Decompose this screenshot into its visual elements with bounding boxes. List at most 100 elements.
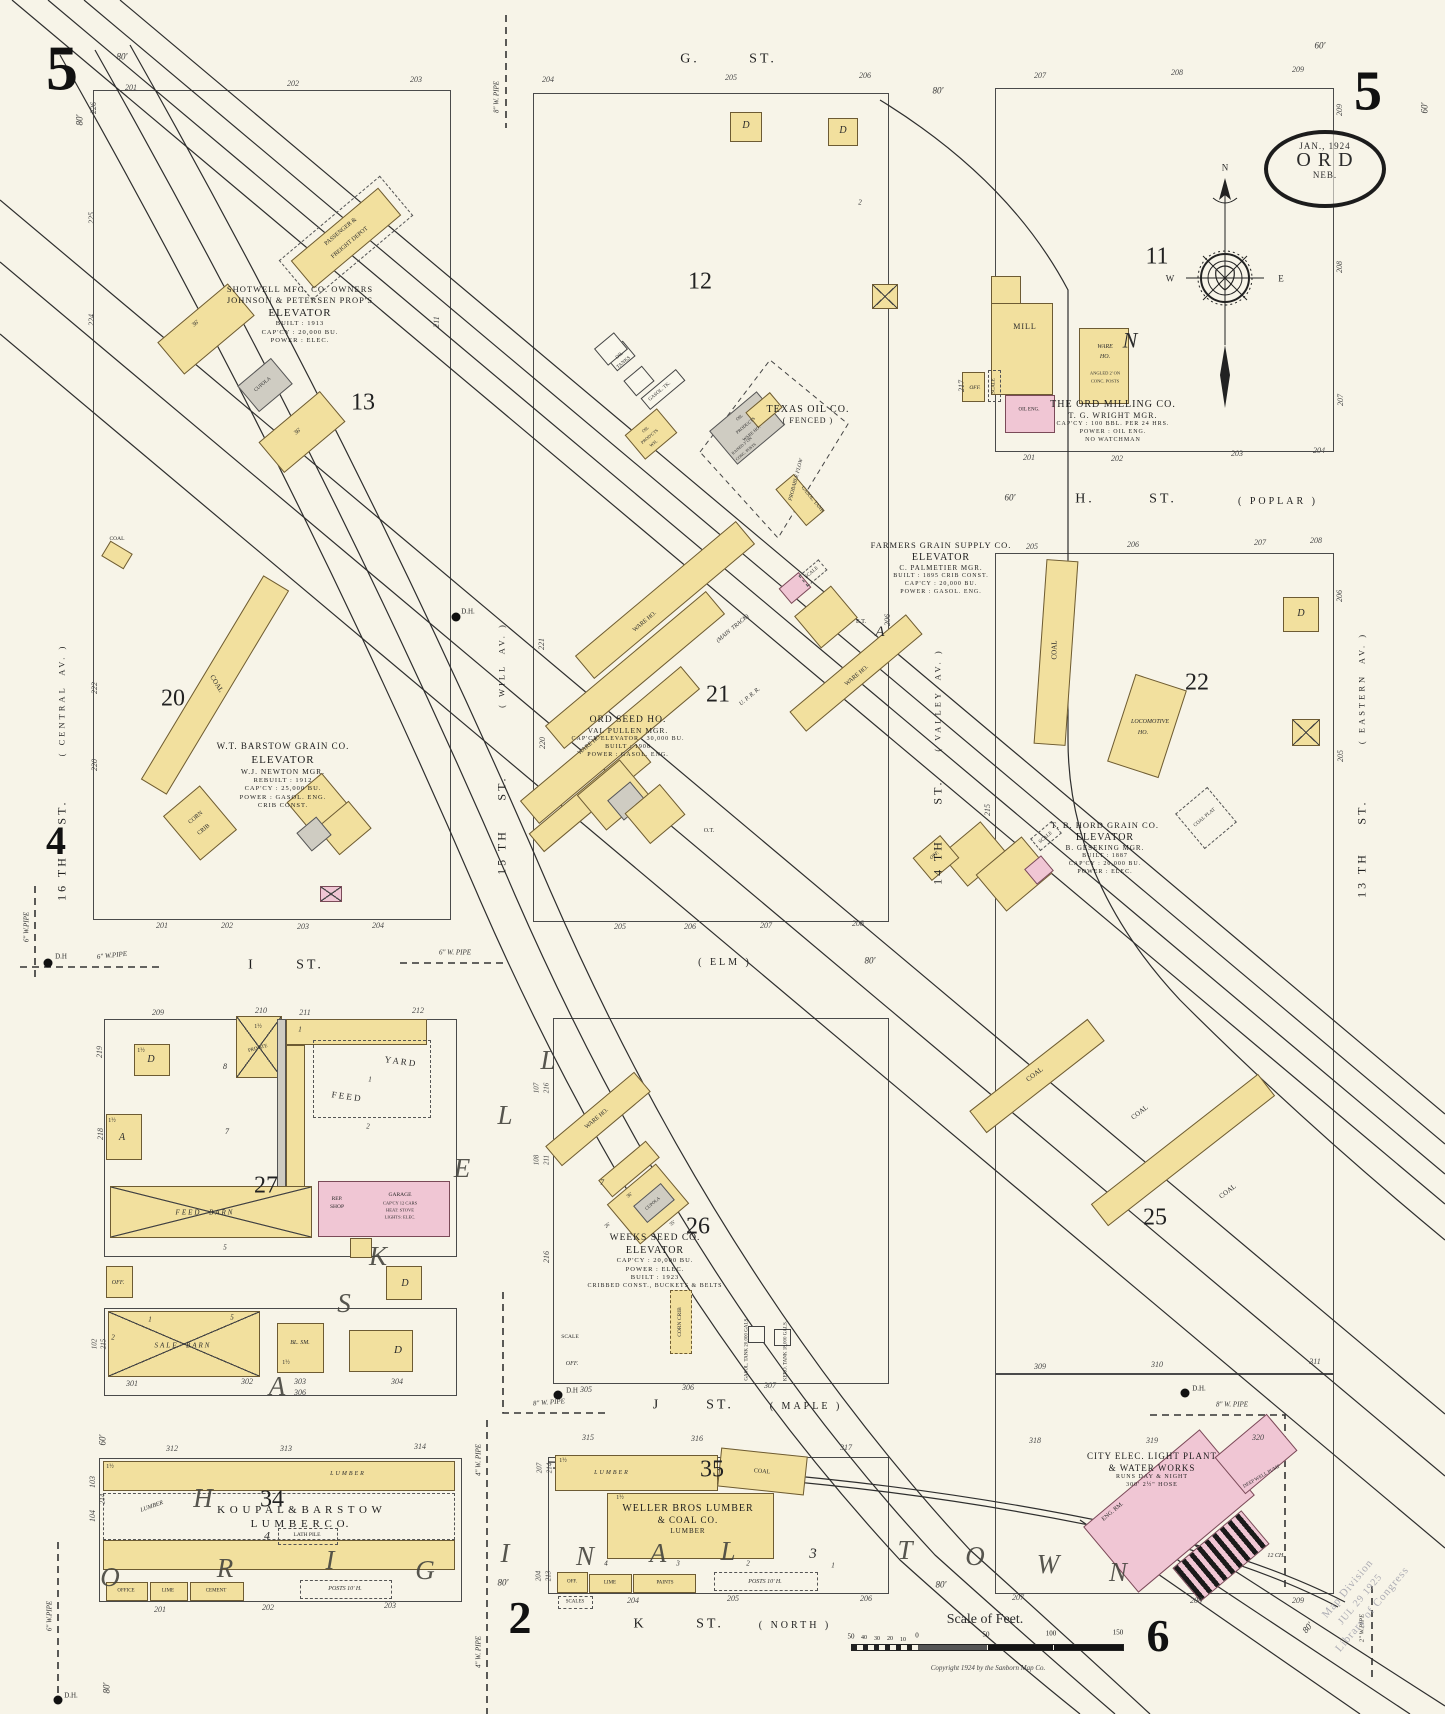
count-label: 1 [298, 1025, 302, 1034]
width-label: 80' [497, 1577, 509, 1588]
width-label: 60' [1419, 102, 1430, 114]
scale-bar-segment [1053, 1645, 1123, 1650]
street-label: ( NORTH ) [758, 1619, 832, 1631]
count-label: 4 [264, 1528, 270, 1543]
tank-label: KERO. TANK 18,000 GALS. [783, 1320, 789, 1382]
dwelling-label: D [401, 1277, 409, 1289]
lumber-shed [103, 1540, 455, 1570]
plat-letter: A [268, 1370, 286, 1401]
barn [1292, 719, 1320, 746]
pipe-label: 8" W. PIPE [1215, 1400, 1249, 1409]
chimney-label: 12 CH. [1267, 1552, 1285, 1559]
plat-letter: W [1036, 1548, 1060, 1579]
street-label: ST. [1149, 491, 1177, 507]
barn-label: FEED BARN [175, 1208, 235, 1217]
block-number: 11 [1145, 243, 1169, 270]
lot-number: 103 [87, 1476, 97, 1488]
lot-number: 320 [1252, 1432, 1264, 1442]
lot-number: 314 [414, 1441, 426, 1451]
lot-number: 202 [221, 920, 233, 930]
plat-letter: I [500, 1537, 510, 1568]
count-label: 1 [368, 1075, 372, 1084]
street-label: H. [1075, 491, 1095, 507]
plat-letter: K [368, 1240, 388, 1271]
count-label: 1 [148, 1315, 152, 1324]
lot-number: 204 [542, 74, 554, 84]
plat-letter: S [337, 1287, 351, 1318]
block-outline [93, 90, 451, 920]
water-pipes [20, 15, 1373, 1714]
lath-pile [278, 1528, 338, 1545]
lot-number: 209 [152, 1007, 164, 1017]
office-label: OFFICE [117, 1588, 135, 1594]
lot-number: 203 [410, 74, 422, 84]
street-label: ( WILL AV. ) [496, 622, 507, 708]
plat-letter: H [193, 1482, 213, 1513]
lot-number: 209 [1292, 1595, 1304, 1605]
hydrant-label: D.H [566, 1386, 578, 1395]
lot-number: 305 [580, 1384, 592, 1394]
lot-number: 207 [1034, 70, 1046, 80]
dwelling [134, 1044, 170, 1076]
dwelling-label: A [118, 1131, 126, 1143]
lot-number: 306 [294, 1387, 306, 1397]
business-label-line: BUILT : 1887 [1082, 853, 1128, 860]
business-label-line: THE ORD MILLING CO. [1050, 399, 1176, 410]
street-label: ST. [494, 775, 509, 801]
lot-number: 205 [725, 72, 737, 82]
plat-letter: R [216, 1552, 234, 1583]
scale-label: SCALE [561, 1334, 579, 1341]
lot-number: 309 [1034, 1361, 1046, 1371]
street-label: ( ELM ) [698, 956, 752, 968]
compass-north-label: N [1221, 162, 1229, 173]
compass-rose [1186, 178, 1264, 408]
post-yard [714, 1572, 818, 1591]
business-label-line: BUILT : 1923 [630, 1274, 680, 1282]
count-label: 2 [746, 1559, 750, 1568]
paint-label: PAINTS [656, 1580, 674, 1586]
business-label-line: POWER : ELEC. [1077, 868, 1133, 875]
count-label: 4 [604, 1559, 608, 1568]
lot-number: 208 [1334, 261, 1344, 273]
yard-label: POSTS 10' H. [328, 1585, 362, 1592]
tank-label: GASOL. TANK 20,000 GALS. [744, 1317, 750, 1381]
garage-label: GARAGE [388, 1192, 412, 1199]
warehouse-label: HO. [1099, 353, 1111, 360]
lumber-label: LUMBER [594, 1469, 630, 1476]
office-label: OFF. [111, 1279, 125, 1286]
lot-number: 217 [956, 380, 966, 392]
lot-number: 214 [98, 1493, 107, 1505]
office-label: OFF. [969, 385, 981, 392]
feed-barn [110, 1186, 312, 1238]
lot-number: 209 [1292, 64, 1304, 74]
count-label: 2 [858, 198, 862, 207]
ord-seed-label: ORD SEED HO.VAL PULLEN MGR.CAP'CY ELEVAT… [572, 714, 685, 759]
business-label-line: K O U P A L & B A R S T O W [217, 1504, 383, 1516]
block-outline [553, 1018, 889, 1384]
lot-number: 224 [86, 314, 96, 326]
lot-number: 211 [431, 316, 441, 328]
hydrant-dot [553, 1390, 563, 1400]
barn-label: SALE BARN [154, 1341, 212, 1350]
corn-crib-label: CORN CRIB [677, 1307, 684, 1337]
office-building [962, 372, 985, 402]
adjacent-sheet-number: 6 [1146, 1609, 1170, 1661]
business-label-line: SHOTWELL MFG. CO. OWNERS [226, 284, 374, 294]
lot-number: 202 [287, 78, 299, 88]
business-label-line: CITY ELEC. LIGHT PLANT [1087, 1451, 1217, 1461]
height-label: 1½ [108, 1117, 116, 1124]
paint-house [633, 1574, 696, 1593]
lot-number: 107 [532, 1082, 541, 1094]
business-label-line: ELEVATOR [625, 1245, 685, 1257]
garage-label: LIGHTS: ELEC. [384, 1214, 416, 1220]
count-label: 1 [831, 1561, 835, 1570]
coal-label: COAL [109, 536, 125, 543]
width-label: 80' [101, 1682, 112, 1694]
scale-label: SCALE [991, 378, 997, 394]
count-label: 5 [230, 1313, 234, 1322]
texas-oil-label: TEXAS OIL CO.( FENCED ) [767, 403, 850, 426]
plat-letter: O [100, 1561, 120, 1592]
lot-number: 208 [852, 918, 864, 928]
